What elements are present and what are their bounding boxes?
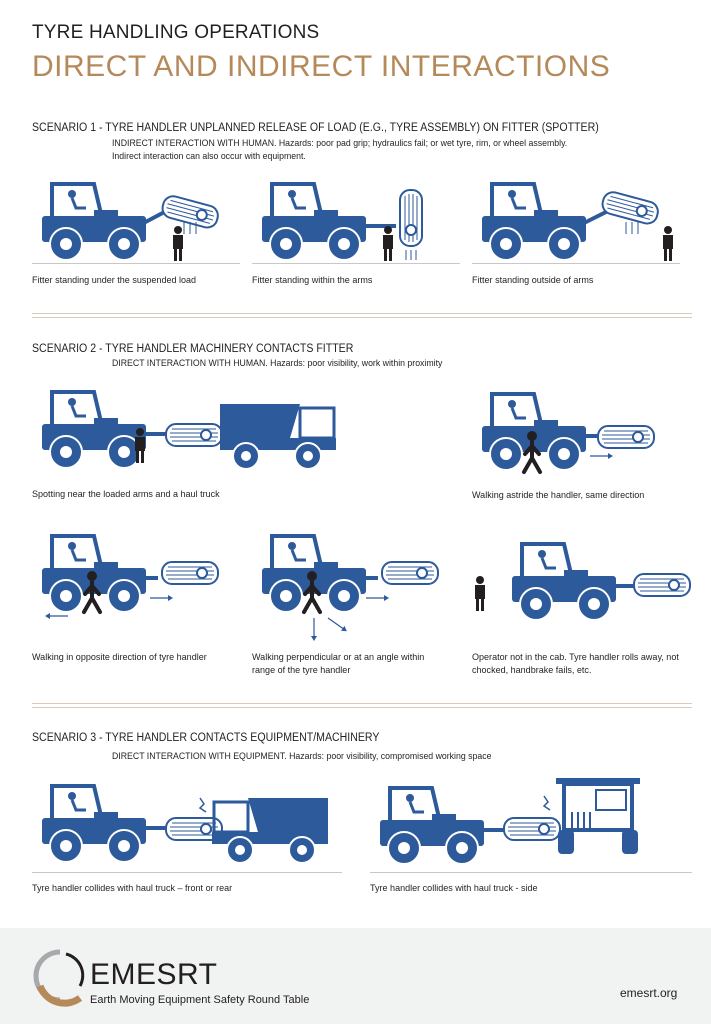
illustration-within-arms [260,182,423,262]
illustration-collide-front-rear [40,784,330,865]
scenario-1-description: INDIRECT INTERACTION WITH HUMAN. Hazards… [112,137,567,163]
illustration-perpendicular [260,534,439,642]
caption: Fitter standing under the suspended load [32,275,197,286]
illustration-collide-side [378,776,642,866]
scenario-2-heading: SCENARIO 2 - TYRE HANDLER MACHINERY CONT… [32,343,354,355]
illustration-walking-astride [480,392,655,474]
caption: Walking perpendicular or at an angle wit… [252,652,425,676]
footer [0,928,711,1024]
scenario-2-description: DIRECT INTERACTION WITH HUMAN. Hazards: … [112,358,443,369]
page-subtitle: DIRECT AND INDIRECT INTERACTIONS [32,50,611,83]
ground-line [32,872,342,873]
illustration-under-load [40,182,222,262]
section-divider [32,703,692,708]
description-line: Indirect interaction can also occur with… [112,151,306,162]
caption: Spotting near the loaded arms and a haul… [32,489,220,500]
illustration-spotting-haul-truck [40,390,338,471]
ground-line [370,872,692,873]
description-line: INDIRECT INTERACTION WITH HUMAN. Hazards… [112,138,568,149]
illustration-outside-arms [480,182,673,262]
section-divider [32,313,692,318]
illustration-opposite-direction [40,534,219,620]
ground-line [472,263,680,264]
page-title: TYRE HANDLING OPERATIONS [32,22,320,43]
ground-line [252,263,460,264]
illustration-operator-not-in-cab [475,542,691,622]
caption: Operator not in the cab. Tyre handler ro… [472,652,679,676]
caption: Walking in opposite direction of tyre ha… [32,652,207,663]
scenario-3-heading: SCENARIO 3 - TYRE HANDLER CONTACTS EQUIP… [32,732,380,744]
scenario-1-heading: SCENARIO 1 - TYRE HANDLER UNPLANNED RELE… [32,122,599,134]
caption: Tyre handler collides with haul truck – … [32,883,233,894]
caption: Fitter standing outside of arms [472,275,594,286]
website-link[interactable]: emesrt.org [620,986,678,1000]
logo-tagline: Earth Moving Equipment Safety Round Tabl… [90,994,310,1006]
caption: Tyre handler collides with haul truck - … [370,883,538,894]
caption: Walking astride the handler, same direct… [472,490,645,501]
logo-name: EMESRT [90,958,218,991]
caption: Fitter standing within the arms [252,275,373,286]
ground-line [32,263,240,264]
emesrt-logo-icon [33,949,85,1007]
scenario-3-description: DIRECT INTERACTION WITH EQUIPMENT. Hazar… [112,751,492,762]
